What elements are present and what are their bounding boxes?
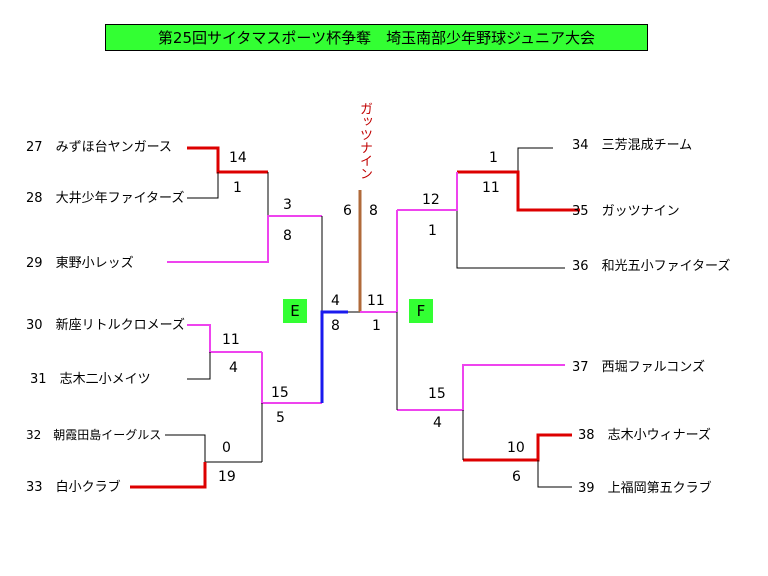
team-31-name: 志木二小メイツ: [59, 372, 151, 387]
line-33-win: [130, 462, 207, 489]
team-29-num: 29: [26, 256, 43, 271]
team-36-name: 和光五小ファイターズ: [601, 259, 731, 274]
bracket-left-29: [167, 172, 322, 263]
line-e-win: [320, 310, 348, 403]
line-32: [165, 434, 262, 463]
score-f-bot: 1: [372, 318, 381, 334]
champion-label: ガッツナイン: [357, 102, 372, 180]
score-29-top: 3: [283, 197, 292, 213]
team-34: 34 三芳混成チーム: [572, 138, 692, 154]
team-27-num: 27: [26, 140, 43, 155]
score-32-33-top: 0: [222, 440, 231, 456]
team-29-name: 東野小レッズ: [55, 256, 134, 271]
score-left-semi-top: 15: [271, 385, 289, 401]
team-28: 28 大井少年ファイターズ: [26, 191, 184, 207]
line-36: [456, 210, 565, 269]
line-34: [457, 147, 553, 173]
team-38: 38 志木小ウィナーズ: [578, 428, 711, 444]
team-31-num: 31: [30, 372, 47, 387]
team-32-name: 朝霞田島イーグルス: [53, 428, 162, 442]
line-30-win: [187, 324, 262, 353]
line-29-win: [167, 215, 322, 263]
score-34-35-top: 1: [489, 150, 498, 166]
team-32: 32 朝霞田島イーグルス: [26, 427, 161, 443]
team-33-num: 33: [26, 480, 43, 495]
bracket-final: [348, 190, 397, 313]
line-39: [537, 460, 572, 488]
score-32-33-bot: 19: [218, 469, 236, 485]
team-38-num: 38: [578, 428, 595, 443]
team-27-name: みずほ台ヤンガース: [55, 140, 172, 155]
team-33: 33 白小クラブ: [26, 480, 121, 496]
score-right-semi-top: 15: [428, 386, 446, 402]
score-f-top: 11: [367, 293, 385, 309]
team-36-num: 36: [572, 259, 589, 274]
bracket-right-34-35: [457, 147, 580, 212]
team-28-num: 28: [26, 191, 43, 206]
line-right-upper-win: [397, 172, 458, 211]
score-30-31-bot: 4: [229, 360, 238, 376]
score-final-left: 6: [343, 203, 352, 219]
team-37-name: 西堀ファルコンズ: [601, 360, 706, 375]
line-27-28-winner: [267, 172, 322, 217]
team-33-name: 白小クラブ: [55, 480, 121, 495]
bracket-left-27-28: [187, 146, 268, 199]
team-35-num: 35: [572, 204, 589, 219]
score-38-39-bot: 6: [512, 469, 521, 485]
line-35-win: [457, 170, 580, 212]
team-30-num: 30: [26, 318, 43, 333]
team-34-num: 34: [572, 138, 589, 153]
score-left-semi-bot: 5: [276, 410, 285, 426]
team-31: 31 志木二小メイツ: [30, 372, 151, 388]
line-37-win: [397, 364, 565, 411]
team-36: 36 和光五小ファイターズ: [572, 259, 730, 275]
score-36-top: 12: [422, 192, 440, 208]
team-39-num: 39: [578, 481, 595, 496]
team-29: 29 東野小レッズ: [26, 256, 134, 272]
line-28: [187, 172, 219, 199]
team-39: 39 上福岡第五クラブ: [578, 481, 712, 497]
team-35: 35 ガッツナイン: [572, 204, 680, 220]
score-36-bot: 1: [428, 223, 437, 239]
team-30-name: 新座リトルクロメーズ: [55, 318, 185, 333]
team-34-name: 三芳混成チーム: [601, 138, 693, 153]
score-right-semi-bot: 4: [433, 415, 442, 431]
team-39-name: 上福岡第五クラブ: [607, 481, 712, 496]
score-e-bot: 8: [331, 318, 340, 334]
score-27-28-bot: 1: [233, 180, 242, 196]
block-label-f: F: [409, 299, 433, 323]
score-29-bot: 8: [283, 228, 292, 244]
score-final-right: 8: [369, 203, 378, 219]
score-e-top: 4: [331, 293, 340, 309]
team-35-name: ガッツナイン: [601, 204, 680, 219]
score-34-35-bot: 11: [482, 180, 500, 196]
bracket-left-semi: [261, 352, 322, 462]
team-28-name: 大井少年ファイターズ: [55, 191, 185, 206]
bracket-block-e: [320, 216, 348, 403]
tournament-title: 第25回サイタマスポーツ杯争奪 埼玉南部少年野球ジュニア大会: [105, 24, 648, 51]
team-37-num: 37: [572, 360, 589, 375]
bracket-right-36: [397, 172, 565, 269]
team-37: 37 西堀ファルコンズ: [572, 360, 705, 376]
team-30: 30 新座リトルクロメーズ: [26, 318, 185, 334]
score-27-28-top: 14: [229, 150, 247, 166]
block-label-e: E: [283, 299, 307, 323]
bracket-left-32-33: [130, 434, 262, 489]
line-38-win: [463, 433, 572, 462]
bracket-left-30-31: [187, 324, 262, 380]
team-27: 27 みずほ台ヤンガース: [26, 140, 172, 156]
team-38-name: 志木小ウィナーズ: [607, 428, 711, 443]
score-38-39-top: 10: [507, 440, 525, 456]
bracket-right-38-39: [463, 433, 572, 488]
bracket-right-37: [397, 364, 565, 460]
line-27-win: [187, 146, 268, 174]
team-32-num: 32: [26, 428, 42, 442]
score-30-31-top: 11: [222, 332, 240, 348]
line-31: [187, 352, 211, 380]
